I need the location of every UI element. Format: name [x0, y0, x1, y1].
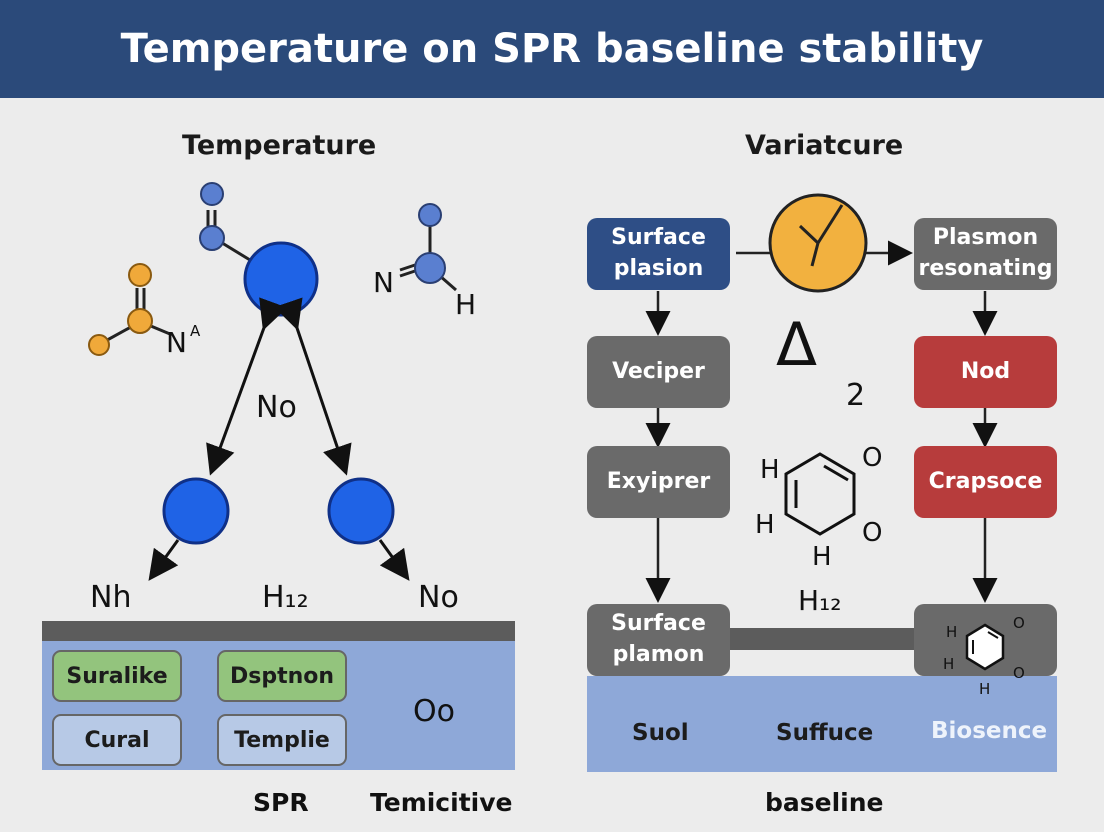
benzene-ring-icon — [784, 452, 856, 536]
base-label-suffuce: Suffuce — [776, 720, 874, 746]
box-veciper: Veciper — [587, 336, 730, 408]
molecule-icon-right — [399, 203, 457, 292]
mini-ring-label-o1: O — [1013, 614, 1025, 632]
bottom-label-temicitive: Temicitive — [370, 788, 513, 817]
arrow-left-diagonal — [206, 297, 288, 476]
box-dsptnon: Dsptnon — [217, 650, 347, 702]
label-no-center: No — [256, 390, 297, 425]
mini-benzene-ring-icon — [965, 623, 1005, 671]
atom-bottom-left — [162, 477, 230, 545]
mini-ring-label-h3: H — [979, 680, 991, 698]
box-plasmon-resonating: Plasmon resonating — [914, 218, 1057, 290]
box-nod: Nod — [914, 336, 1057, 408]
right-heading: Variatcure — [745, 130, 904, 161]
diagram-canvas: Temperature N A N H No Nh H₁₂ No Suralik… — [0, 98, 1104, 832]
title-banner: Temperature on SPR baseline stability — [0, 0, 1104, 98]
label-h12-right: H₁₂ — [798, 584, 842, 617]
delta-subscript: 2 — [846, 378, 866, 413]
mini-ring-label-o2: O — [1013, 664, 1025, 682]
box-surface-plamon: Surface plamon — [587, 604, 730, 676]
ring-label-h-top: H — [760, 455, 780, 485]
label-oo: Oo — [413, 694, 455, 729]
box-suralike: Suralike — [52, 650, 182, 702]
mini-ring-label-h1: H — [946, 623, 958, 641]
box-crapsoce: Crapsoce — [914, 446, 1057, 518]
base-label-biosence: Biosence — [931, 718, 1048, 744]
clock-icon — [768, 193, 868, 293]
bottom-label-baseline: baseline — [765, 788, 884, 817]
atom-center-top — [243, 241, 319, 317]
ring-label-o-top: O — [862, 443, 883, 473]
page-title: Temperature on SPR baseline stability — [120, 26, 984, 72]
arrow-down-left — [148, 539, 180, 581]
label-h-right: H — [455, 288, 477, 321]
atom-bottom-right — [327, 477, 395, 545]
box-templie: Templie — [217, 714, 347, 766]
label-nh: Nh — [90, 580, 132, 615]
ring-label-h-left: H — [755, 510, 775, 540]
mini-ring-label-h2: H — [943, 655, 955, 673]
right-base-panel — [587, 676, 1057, 772]
box-surface-plasion: Surface plasion — [587, 218, 730, 290]
label-h12-left: H₁₂ — [262, 580, 309, 615]
label-no-right: No — [418, 580, 459, 615]
arrow-right-diagonal — [274, 297, 352, 476]
label-n-right: N — [373, 266, 394, 299]
base-label-suol: Suol — [632, 720, 689, 746]
box-cural: Cural — [52, 714, 182, 766]
molecule-icon-left — [88, 263, 171, 356]
label-n-a-superscript: A — [190, 322, 201, 340]
box-exyiprer: Exyiprer — [587, 446, 730, 518]
molecule-icon-top — [199, 182, 251, 262]
label-n-a: N — [166, 326, 187, 359]
delta-symbol: Δ — [776, 310, 818, 380]
right-connector-bar — [730, 628, 915, 650]
arrow-down-right — [378, 539, 410, 581]
bottom-label-spr: SPR — [253, 788, 309, 817]
left-heading: Temperature — [182, 130, 377, 161]
ring-label-h-bottom: H — [812, 542, 832, 572]
ring-label-o-bottom: O — [862, 518, 883, 548]
left-panel-top-bar — [42, 621, 515, 641]
